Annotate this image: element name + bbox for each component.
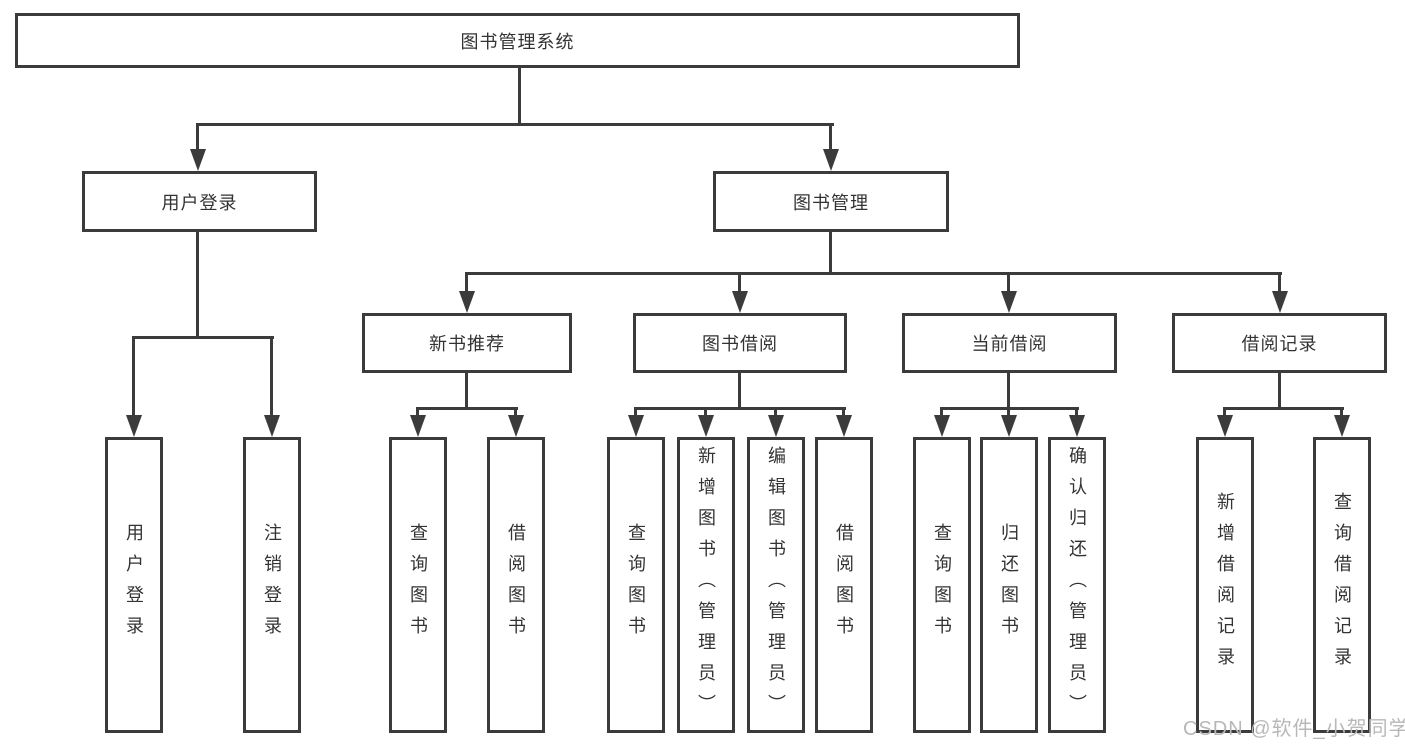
arrow-down-icon [823,149,839,171]
arrow-down-icon [1217,415,1233,437]
leaf-label: 归还图书 [999,523,1019,647]
arrow-down-icon [628,415,644,437]
connector-to-book-management [829,123,832,151]
connector-leaf [1007,407,1010,417]
node-label: 图书管理系统 [460,31,575,52]
node-label: 用户登录 [161,192,238,213]
leaf-label: 查询图书 [626,523,646,647]
node-new-book-recommend: 新书推荐 [362,313,572,373]
node-book-borrow: 图书借阅 [633,313,847,373]
connector-leaf [514,407,517,417]
arrow-down-icon [190,149,206,171]
node-current-borrow: 当前借阅 [902,313,1117,373]
leaf-borrow-books-recommend: 借阅图书 [487,437,545,733]
leaf-return-books: 归还图书 [980,437,1038,733]
arrow-down-icon [1001,415,1017,437]
arrow-down-icon [934,415,950,437]
leaf-logout: 注销登录 [243,437,301,733]
leaf-label: 查询借阅记录 [1332,492,1352,678]
connector-to-new-book-recommend [465,272,468,294]
arrow-down-icon [1001,291,1017,313]
connector-to-user-login [196,123,199,151]
leaf-label: 用户登录 [124,523,144,647]
node-label: 借阅记录 [1241,334,1318,354]
connector-to-leaf-logout [270,336,273,416]
leaf-add-borrow-record: 新增借阅记录 [1196,437,1254,733]
arrow-down-icon [1272,291,1288,313]
connector-to-current-borrow [1007,272,1010,294]
node-borrow-records: 借阅记录 [1172,313,1387,373]
connector-to-book-borrow [738,272,741,294]
node-label: 新书推荐 [429,334,505,354]
csdn-watermark: CSDN @软件_小贺同学 [1183,718,1405,740]
connector-leaf [842,407,845,417]
leaf-label: 查询图书 [408,523,428,647]
connector-to-borrow-records [1278,272,1281,294]
arrow-down-icon [508,415,524,437]
connector-leaf [704,407,707,417]
leaf-confirm-return-admin: 确认归还（管理员） [1048,437,1106,733]
connector-book-mgmt-stem [829,232,832,275]
leaf-query-books-recommend: 查询图书 [389,437,447,733]
node-root-library-system: 图书管理系统 [15,13,1020,68]
arrow-down-icon [836,415,852,437]
leaf-label: 查询图书 [932,523,952,647]
connector-recommend-stem [465,373,468,410]
arrow-down-icon [1069,415,1085,437]
leaf-label: 注销登录 [262,523,282,647]
node-label: 当前借阅 [971,334,1048,354]
leaf-label: 新增图书（管理员） [696,445,716,725]
leaf-label: 新增借阅记录 [1215,492,1235,678]
connector-borrow-stem [738,373,741,410]
leaf-query-books-current: 查询图书 [913,437,971,733]
connector-user-login-hline [132,336,274,339]
arrow-down-icon [459,291,475,313]
connector-root-stem [518,68,521,125]
leaf-label: 确认归还（管理员） [1067,445,1087,725]
node-label: 图书管理 [793,192,869,213]
leaf-borrow-books-borrow: 借阅图书 [815,437,873,733]
connector-to-leaf-user-login [132,336,135,416]
leaf-label: 编辑图书（管理员） [766,445,786,725]
arrow-down-icon [768,415,784,437]
connector-recommend-hline [416,407,518,410]
arrow-down-icon [264,415,280,437]
leaf-label: 借阅图书 [506,523,526,647]
connector-leaf [416,407,419,417]
connector-book-mgmt-hline [465,272,1282,275]
leaf-add-books-admin: 新增图书（管理员） [677,437,735,733]
arrow-down-icon [698,415,714,437]
connector-root-hline [196,123,834,126]
connector-leaf [1223,407,1226,417]
arrow-down-icon [1334,415,1350,437]
connector-leaf [774,407,777,417]
arrow-down-icon [732,291,748,313]
connector-records-stem [1278,373,1281,410]
leaf-label: 借阅图书 [834,523,854,647]
connector-current-stem [1007,373,1010,410]
leaf-query-books-borrow: 查询图书 [607,437,665,733]
connector-leaf [634,407,637,417]
node-book-management: 图书管理 [713,171,949,232]
leaf-user-login: 用户登录 [105,437,163,733]
leaf-edit-books-admin: 编辑图书（管理员） [747,437,805,733]
connector-leaf [1340,407,1343,417]
leaf-query-borrow-record: 查询借阅记录 [1313,437,1371,733]
connector-user-login-stem [196,232,199,338]
connector-borrow-hline [634,407,846,410]
connector-leaf [1075,407,1078,417]
node-label: 图书借阅 [702,334,778,354]
arrow-down-icon [410,415,426,437]
arrow-down-icon [126,415,142,437]
connector-records-hline [1223,407,1344,410]
node-user-login: 用户登录 [82,171,317,232]
connector-leaf [940,407,943,417]
